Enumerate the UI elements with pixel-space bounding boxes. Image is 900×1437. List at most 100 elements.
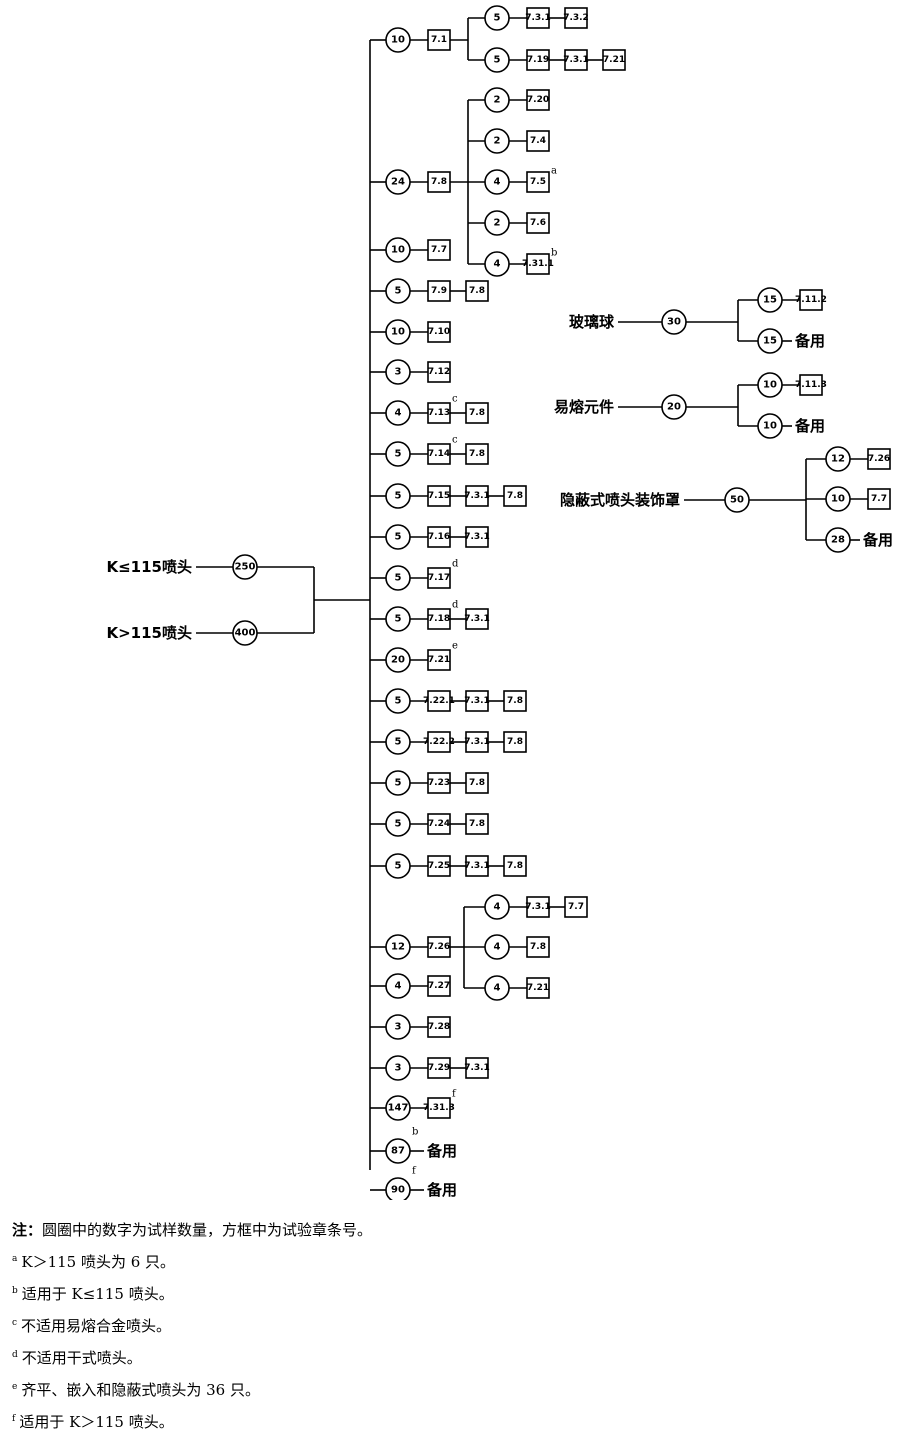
sample-count-circle (757, 328, 783, 354)
clause-label: 7.14 (428, 449, 450, 459)
group-label-2: 易熔元件 (554, 398, 614, 416)
sample-count-circle (385, 524, 411, 550)
clause-box (427, 567, 451, 589)
clause-box (503, 731, 527, 753)
clause-label: 7.7 (568, 902, 584, 912)
sample-count-label: 10 (391, 327, 405, 338)
clause-box (867, 448, 891, 470)
sample-count-label: 250 (235, 562, 256, 573)
clause-label: 7.7 (431, 245, 447, 255)
sample-count-label: 10 (763, 380, 777, 391)
sample-count-circle (484, 5, 510, 31)
clause-label: 7.22.2 (423, 737, 455, 747)
sample-count-label: 4 (494, 983, 501, 994)
clause-box (465, 1057, 489, 1079)
sample-count-circle (385, 483, 411, 509)
sample-count-circle (385, 688, 411, 714)
clause-box (427, 280, 451, 302)
footnote-mark: f (12, 1414, 16, 1424)
sample-count-label: 15 (763, 295, 777, 306)
sample-count-circle (484, 975, 510, 1001)
footnote-text: 齐平、嵌入和隐蔽式喷头为 36 只。 (21, 1381, 260, 1399)
sample-count-label: 15 (763, 336, 777, 347)
clause-box (427, 239, 451, 261)
clause-label: 7.3.1 (525, 902, 551, 912)
clause-box (427, 608, 451, 630)
clause-box (427, 402, 451, 424)
clause-box (503, 485, 527, 507)
footnote-mark: b (12, 1286, 18, 1296)
sample-count-label: 20 (667, 402, 681, 413)
clause-label: 7.21 (603, 55, 625, 65)
clause-box (526, 7, 550, 29)
clause-box (526, 49, 550, 71)
sample-count-label: 3 (395, 1022, 402, 1033)
sample-count-label: 5 (395, 737, 402, 748)
clause-label: 7.3.1 (464, 696, 490, 706)
footnote-marker: b (412, 1127, 418, 1138)
sample-count-label: 5 (494, 13, 501, 24)
clause-box (465, 443, 489, 465)
clause-label: 7.1 (431, 35, 447, 45)
sample-count-label: 5 (395, 861, 402, 872)
clause-label: 7.12 (428, 367, 450, 377)
footnote-text: 适用于 K≤115 喷头。 (21, 1285, 174, 1303)
clause-box (427, 361, 451, 383)
clause-box (602, 49, 626, 71)
clause-label: 7.8 (530, 942, 546, 952)
clause-box (503, 855, 527, 877)
sample-count-label: 10 (831, 494, 845, 505)
sample-count-label: 5 (395, 819, 402, 830)
sample-count-circle (757, 287, 783, 313)
footnote-text: 不适用易熔合金喷头。 (21, 1317, 172, 1335)
clause-label: 7.19 (527, 55, 549, 65)
clause-label: 7.3.1 (563, 55, 589, 65)
clause-box (465, 608, 489, 630)
sample-count-circle (385, 27, 411, 53)
sample-count-label: 5 (395, 778, 402, 789)
spare-label: 备用 (862, 531, 893, 549)
sample-count-circle (385, 853, 411, 879)
clause-label: 7.8 (507, 696, 523, 706)
clause-label: 7.13 (428, 408, 450, 418)
clause-label: 7.8 (431, 177, 447, 187)
sample-count-circle (385, 565, 411, 591)
sample-count-label: 24 (391, 177, 405, 188)
footnote-mark: c (12, 1318, 18, 1328)
sample-count-label: 5 (395, 532, 402, 543)
clause-box (564, 7, 588, 29)
footnote-marker: d (452, 600, 459, 611)
sample-count-circle (757, 413, 783, 439)
clause-box (526, 936, 550, 958)
clause-box (427, 649, 451, 671)
sample-count-label: 4 (494, 177, 501, 188)
clause-label: 7.31.3 (423, 1103, 455, 1113)
clause-label: 7.10 (428, 327, 450, 337)
sample-count-circle (385, 729, 411, 755)
clause-label: 7.8 (469, 778, 485, 788)
sample-count-label: 5 (395, 491, 402, 502)
clause-label: 7.4 (530, 136, 546, 146)
group-label-3: 隐蔽式喷头装饰罩 (560, 491, 680, 509)
sample-count-label: 3 (395, 367, 402, 378)
sample-count-label: 147 (388, 1103, 409, 1114)
clause-box (465, 772, 489, 794)
group-label-1: 玻璃球 (569, 313, 615, 331)
clause-box (526, 171, 550, 193)
sample-count-label: 2 (494, 136, 501, 147)
clause-box (526, 896, 550, 918)
sample-count-circle (385, 237, 411, 263)
notes-heading: 注：圆圈中的数字为试样数量，方框中为试验章条号。 (12, 1216, 892, 1245)
clause-label: 7.3.1 (525, 13, 551, 23)
clause-label: 7.8 (507, 861, 523, 871)
sample-count-circle (385, 647, 411, 673)
footnote-marker: e (452, 641, 458, 652)
clause-box (867, 488, 891, 510)
footnote-marker: d (452, 559, 459, 570)
clause-box (427, 813, 451, 835)
footnote-marker: b (551, 248, 557, 259)
clause-label: 7.26 (428, 942, 450, 952)
